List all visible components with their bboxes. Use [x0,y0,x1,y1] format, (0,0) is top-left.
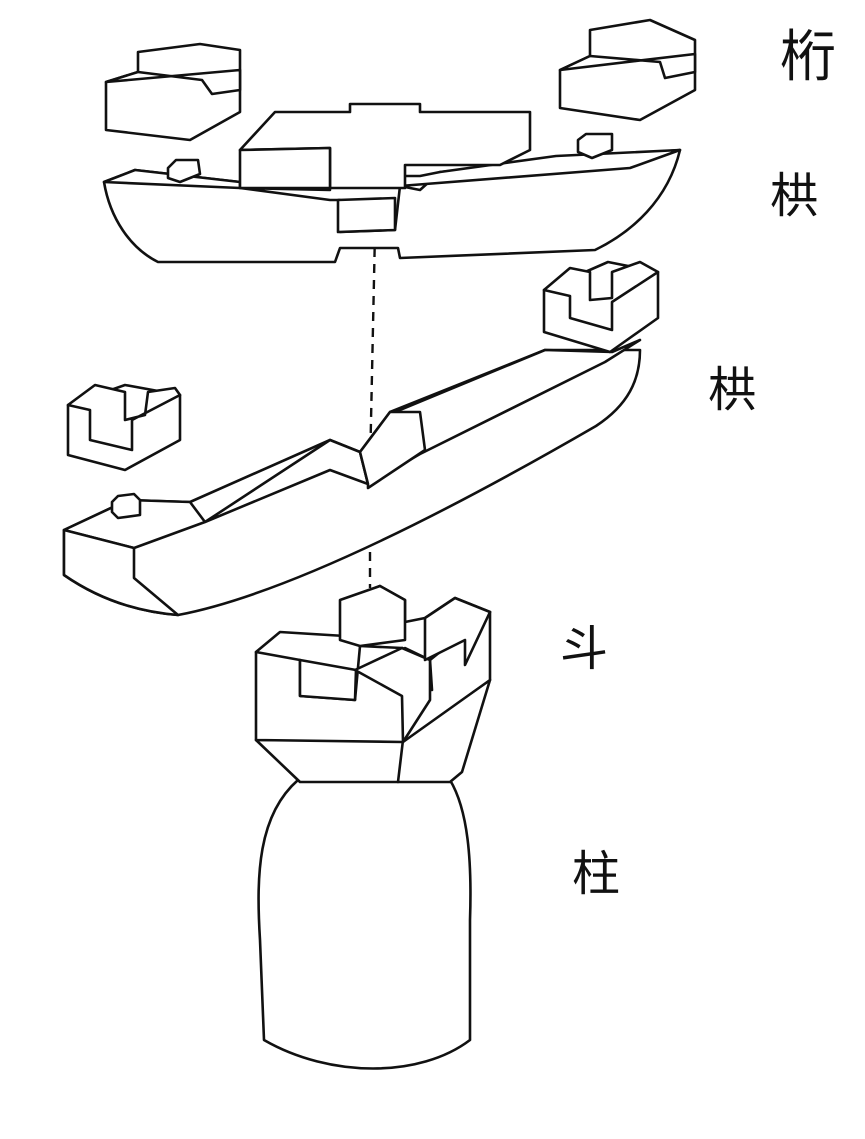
dou-block [254,584,492,784]
gong-upper [102,102,682,264]
gong-lower [62,260,660,617]
label-gong-lower: 栱 [708,362,757,418]
label-zhu: 柱 [572,846,621,902]
label-heng: 桁 [780,25,836,90]
label-dou: 斗 [560,621,609,677]
heng-blocks [104,18,697,142]
label-gong-upper: 栱 [770,168,819,224]
column [257,778,472,1070]
guide-line-upper [368,231,377,469]
